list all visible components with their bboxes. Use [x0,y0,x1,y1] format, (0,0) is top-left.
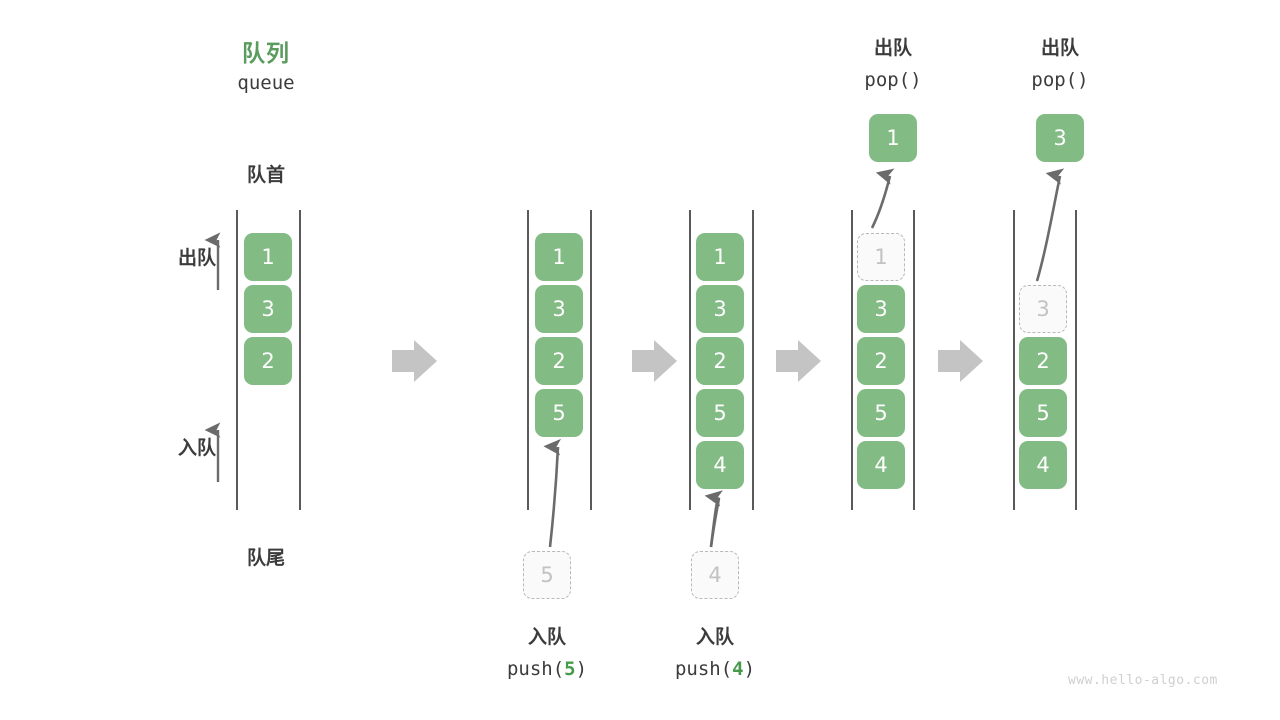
pop-3-arrow-icon [1035,168,1065,282]
queue-cell: 5 [696,389,744,437]
enqueue-direction-label: 入队 [177,437,216,459]
queue-cell-removed: 3 [1019,285,1067,333]
queue-cell: 3 [244,285,292,333]
rail-left [236,210,238,510]
step-arrow-4-icon [938,340,983,382]
operation-argument: 5 [564,658,576,680]
operation-label-cn: 入队 [695,626,734,648]
paren-open: ( [898,69,911,91]
queue-cell: 5 [535,389,583,437]
operation-call: push(4) [655,658,775,680]
operation-name: push [506,658,553,680]
queue-cell: 2 [857,337,905,385]
rail-right [299,210,301,510]
rail-right [752,210,754,510]
step-arrow-3-icon [776,340,821,382]
paren-close: ) [1077,69,1089,91]
operation-argument: 4 [732,658,744,680]
queue-cell: 5 [1019,389,1067,437]
pop-1-arrow-icon [870,168,895,229]
push-5-arrow-icon [543,438,562,548]
rail-left [1013,210,1015,510]
queue-cell: 2 [535,337,583,385]
queue-cell: 4 [696,441,744,489]
step-arrow-1-icon [392,340,437,382]
operation-label-cn: 出队 [873,37,912,59]
queue-cell: 1 [244,233,292,281]
operation-label-cn: 入队 [527,626,566,648]
queue-cell: 1 [535,233,583,281]
operation-call: push(5) [487,658,607,680]
page-title-en: queue [237,72,295,94]
paren-close: ) [575,658,588,680]
queue-front-label: 队首 [246,164,285,186]
paren-open: ( [1065,69,1078,91]
operation-label-cn: 出队 [1040,37,1079,59]
operation-name: pop [864,69,899,91]
popped-element: 1 [869,114,917,162]
queue-cell-removed: 1 [857,233,905,281]
operation-name: pop [1031,69,1066,91]
operation-name: push [674,658,721,680]
rail-right [913,210,915,510]
queue-cell: 3 [535,285,583,333]
queue-cell: 5 [857,389,905,437]
rail-left [527,210,529,510]
queue-cell: 3 [696,285,744,333]
queue-rear-label: 队尾 [246,547,285,569]
queue-cell: 2 [1019,337,1067,385]
rail-left [851,210,853,510]
paren-open: ( [720,658,733,680]
operation-call: pop() [1000,69,1120,91]
queue-cell: 2 [696,337,744,385]
queue-cell: 3 [857,285,905,333]
queue-cell: 4 [857,441,905,489]
dequeue-direction-label: 出队 [177,247,216,269]
paren-close: ) [743,658,756,680]
watermark: www.hello-algo.com [1068,673,1218,688]
queue-cell: 1 [696,233,744,281]
incoming-element: 5 [523,551,571,599]
operation-call: pop() [833,69,953,91]
incoming-element: 4 [691,551,739,599]
rail-left [689,210,691,510]
push-4-arrow-icon [704,490,723,548]
paren-close: ) [910,69,922,91]
queue-cell: 4 [1019,441,1067,489]
paren-open: ( [552,658,565,680]
rail-right [590,210,592,510]
step-arrow-2-icon [632,340,677,382]
page-title-cn: 队列 [242,41,290,67]
popped-element: 3 [1036,114,1084,162]
queue-cell: 2 [244,337,292,385]
rail-right [1075,210,1077,510]
